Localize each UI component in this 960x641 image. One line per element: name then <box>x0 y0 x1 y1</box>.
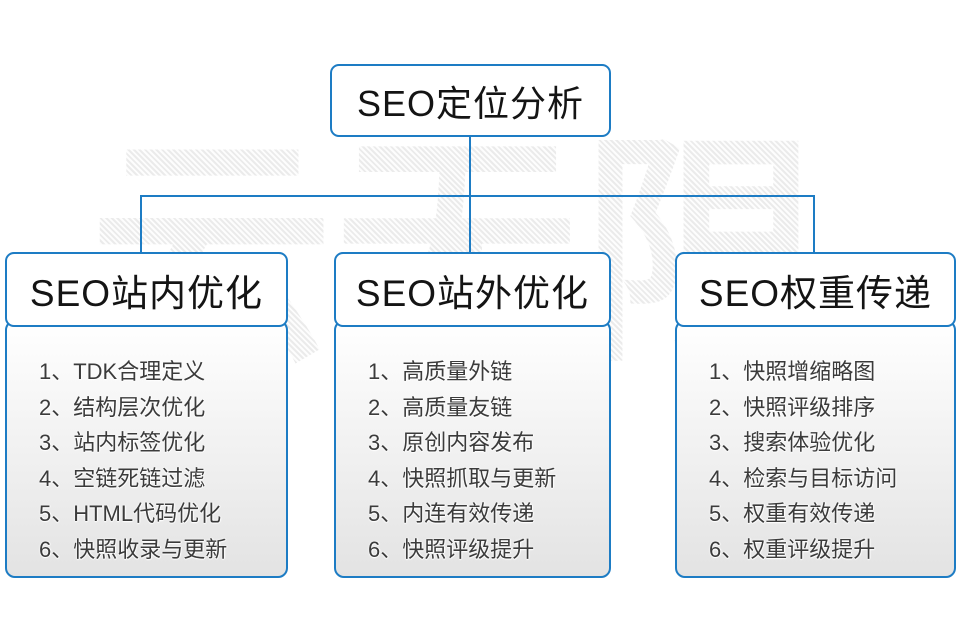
list-item: 6、快照收录与更新 <box>39 536 228 562</box>
list-item: 6、权重评级提升 <box>709 536 876 562</box>
list-item: 2、高质量友链 <box>368 394 513 420</box>
list-item: 4、检索与目标访问 <box>709 465 898 491</box>
column-body-onsite: 1、TDK合理定义 2、结构层次优化 3、站内标签优化 4、空链死链过滤 5、H… <box>5 320 288 578</box>
root-node-title: SEO定位分析 <box>356 82 585 124</box>
list-item: 5、权重有效传递 <box>709 501 876 526</box>
list-item: 1、TDK合理定义 <box>39 359 206 384</box>
list-item: 3、站内标签优化 <box>39 430 206 455</box>
column-body-weight: 1、快照增缩略图 2、快照评级排序 3、搜索体验优化 4、检索与目标访问 5、权… <box>675 320 956 578</box>
root-node: SEO定位分析 <box>330 64 611 137</box>
list-item: 1、高质量外链 <box>368 359 513 384</box>
column-header-weight: SEO权重传递 <box>675 252 956 327</box>
list-item: 6、快照评级提升 <box>368 536 535 562</box>
connector-drop-left <box>140 195 142 253</box>
connector-drop-right <box>813 195 815 253</box>
list-item: 2、结构层次优化 <box>39 394 206 420</box>
list-item: 1、快照增缩略图 <box>709 359 876 384</box>
list-item: 4、空链死链过滤 <box>39 465 206 491</box>
list-item: 4、快照抓取与更新 <box>368 465 557 491</box>
list-item: 3、原创内容发布 <box>368 430 535 455</box>
list-item: 2、快照评级排序 <box>709 394 876 420</box>
column-title: SEO站外优化 <box>355 272 590 314</box>
column-body-offsite: 1、高质量外链 2、高质量友链 3、原创内容发布 4、快照抓取与更新 5、内连有… <box>334 320 611 578</box>
column-header-offsite: SEO站外优化 <box>334 252 611 327</box>
connector-horizontal-rail <box>140 195 815 197</box>
list-item: 3、搜索体验优化 <box>709 430 876 455</box>
column-header-onsite: SEO站内优化 <box>5 252 288 327</box>
list-item: 5、内连有效传递 <box>368 501 535 526</box>
column-title: SEO站内优化 <box>29 272 264 314</box>
list-item: 5、HTML代码优化 <box>39 501 222 526</box>
column-title: SEO权重传递 <box>698 272 933 314</box>
